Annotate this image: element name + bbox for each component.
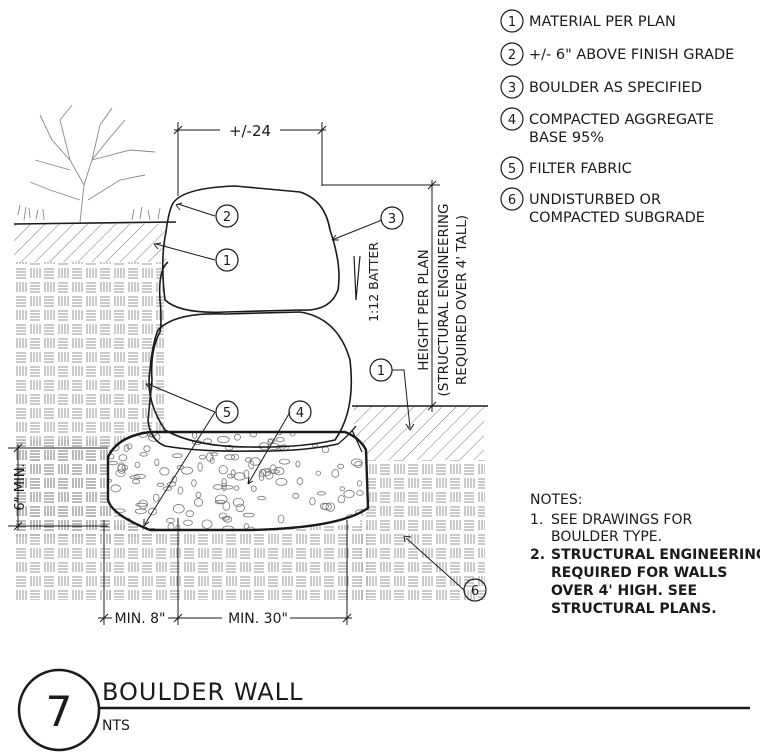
legend-item-6: 6 UNDISTURBED OR COMPACTED SUBGRADE [500, 187, 705, 226]
grade-lines [13, 221, 488, 407]
legend-item-5: 5 FILTER FABRIC [500, 156, 632, 180]
svg-text:COMPACTED AGGREGATE: COMPACTED AGGREGATE [529, 112, 714, 128]
note-2-num: 2. [530, 547, 545, 563]
detail-number: 7 [46, 687, 73, 736]
notes-heading: NOTES: [530, 492, 583, 508]
legend-item-2: 2 +/- 6" ABOVE FINISH GRADE [500, 42, 734, 66]
height-label-3: REQUIRED OVER 4' TALL) [454, 215, 470, 385]
dim-min-setback-label: MIN. 8" [115, 611, 166, 627]
svg-text:OVER 4' HIGH. SEE: OVER 4' HIGH. SEE [551, 583, 697, 599]
notes: NOTES: 1. SEE DRAWINGS FOR BOULDER TYPE.… [530, 492, 760, 617]
svg-text:5: 5 [223, 406, 231, 421]
note-1-num: 1. [530, 512, 543, 528]
dim-top-width-label: +/-24 [229, 122, 271, 140]
callout-1-lower: 1 [369, 358, 393, 382]
callout-leaders [143, 202, 465, 591]
svg-text:BOULDER TYPE.: BOULDER TYPE. [551, 529, 662, 545]
callout-3: 3 [380, 206, 404, 230]
dim-top-width [173, 122, 327, 196]
svg-text:5: 5 [508, 162, 516, 177]
svg-text:SEE DRAWINGS FOR: SEE DRAWINGS FOR [551, 512, 692, 528]
svg-text:4: 4 [296, 406, 304, 421]
soil-hatch [14, 224, 484, 460]
callout-5: 5 [215, 400, 239, 424]
dim-min-depth [8, 443, 108, 531]
legend-item-4: 4 COMPACTED AGGREGATE BASE 95% [500, 107, 714, 146]
legend-item-1: 1 MATERIAL PER PLAN [500, 9, 676, 33]
legend: 1 MATERIAL PER PLAN 2 +/- 6" ABOVE FINISH … [500, 9, 734, 226]
svg-text:2: 2 [223, 210, 231, 225]
svg-text:FILTER FABRIC: FILTER FABRIC [529, 161, 632, 177]
height-label-2: (STRUCTURAL ENGINEERING [436, 204, 452, 397]
callout-2: 2 [215, 204, 239, 228]
subgrade-hatch [14, 262, 485, 600]
dim-min-depth-label: 6" MIN. [13, 463, 28, 510]
upper-boulder [161, 185, 340, 314]
dim-min-base-label: MIN. 30" [228, 611, 288, 627]
svg-text:REQUIRED FOR WALLS: REQUIRED FOR WALLS [551, 565, 727, 581]
svg-text:UNDISTURBED OR: UNDISTURBED OR [529, 192, 661, 208]
detail-number-circle [17, 668, 101, 752]
tree-sketch [17, 104, 161, 223]
svg-text:+/- 6" ABOVE FINISH GRADE: +/- 6" ABOVE FINISH GRADE [529, 47, 734, 63]
title-block: 7 BOULDER WALL NTS [17, 668, 750, 752]
boulder-stack [148, 185, 353, 448]
aggregate-base [106, 430, 370, 532]
callout-4: 4 [288, 400, 312, 424]
dim-bottom [98, 518, 352, 625]
svg-text:3: 3 [388, 212, 396, 227]
legend-item-3: 3 BOULDER AS SPECIFIED [500, 75, 702, 99]
callout-1-upper: 1 [215, 248, 239, 272]
svg-text:1: 1 [508, 15, 516, 30]
detail-scale: NTS [102, 718, 130, 734]
svg-text:4: 4 [508, 113, 516, 128]
dim-height [322, 180, 440, 412]
svg-text:1: 1 [223, 254, 231, 269]
lower-boulder [148, 311, 353, 448]
filter-fabric [147, 261, 363, 453]
detail-title: BOULDER WALL [102, 678, 303, 706]
svg-text:MATERIAL PER PLAN: MATERIAL PER PLAN [529, 14, 676, 30]
svg-text:6: 6 [471, 584, 479, 599]
svg-text:2: 2 [508, 48, 516, 63]
batter-label: 1:12 BATTER [366, 242, 381, 322]
svg-text:3: 3 [508, 81, 516, 96]
svg-text:STRUCTURAL ENGINEERING: STRUCTURAL ENGINEERING [551, 547, 760, 563]
svg-text:1: 1 [377, 364, 385, 379]
callout-6: 6 [463, 578, 487, 602]
batter-symbol [353, 255, 361, 301]
svg-text:BOULDER AS SPECIFIED: BOULDER AS SPECIFIED [529, 80, 702, 96]
svg-text:BASE 95%: BASE 95% [529, 130, 604, 146]
svg-text:6: 6 [508, 193, 516, 208]
height-label-1: HEIGHT PER PLAN [416, 249, 432, 370]
svg-text:COMPACTED SUBGRADE: COMPACTED SUBGRADE [529, 210, 705, 226]
svg-text:STRUCTURAL PLANS.: STRUCTURAL PLANS. [551, 601, 717, 617]
